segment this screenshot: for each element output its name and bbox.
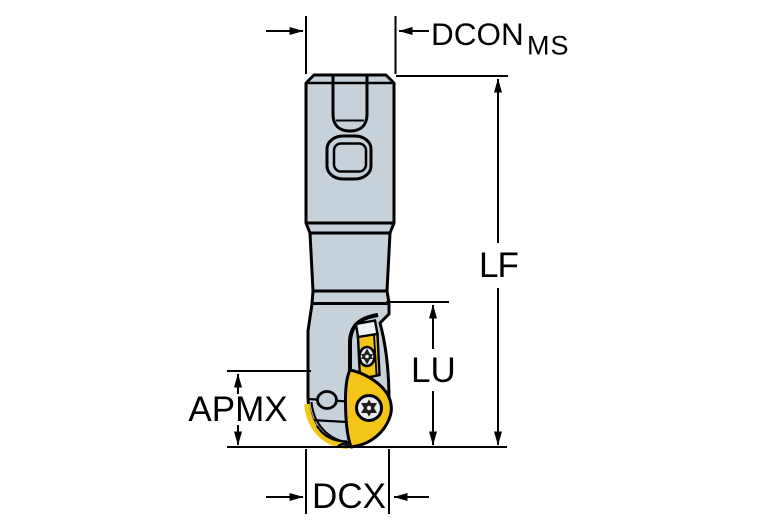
lower-insert [337,368,393,449]
dcx-dimension: DCX [227,446,507,516]
dcon-dimension: DCON MS [266,16,570,74]
tool-drawing [304,73,396,450]
lf-dimension: LF [396,75,519,446]
dcon-label: DCON [431,16,524,52]
lower-insert-torx-screw [355,394,383,422]
weldon-slot [331,76,369,133]
upper-insert [354,319,381,381]
dcx-label: DCX [312,477,386,516]
lu-label: LU [411,351,456,390]
dcon-subscript-label: MS [527,31,570,61]
insert-tip-shadow [337,442,353,448]
lf-label: LF [479,246,518,285]
lu-dimension: LU [386,301,456,446]
apmx-label: APMX [188,390,287,429]
insert-seat-arc [316,425,348,443]
upper-insert-torx-screw [358,345,376,368]
set-screw-outer [325,134,373,181]
side-hole [316,390,338,410]
apmx-dimension: APMX [188,370,311,446]
set-screw-inner [332,142,368,173]
